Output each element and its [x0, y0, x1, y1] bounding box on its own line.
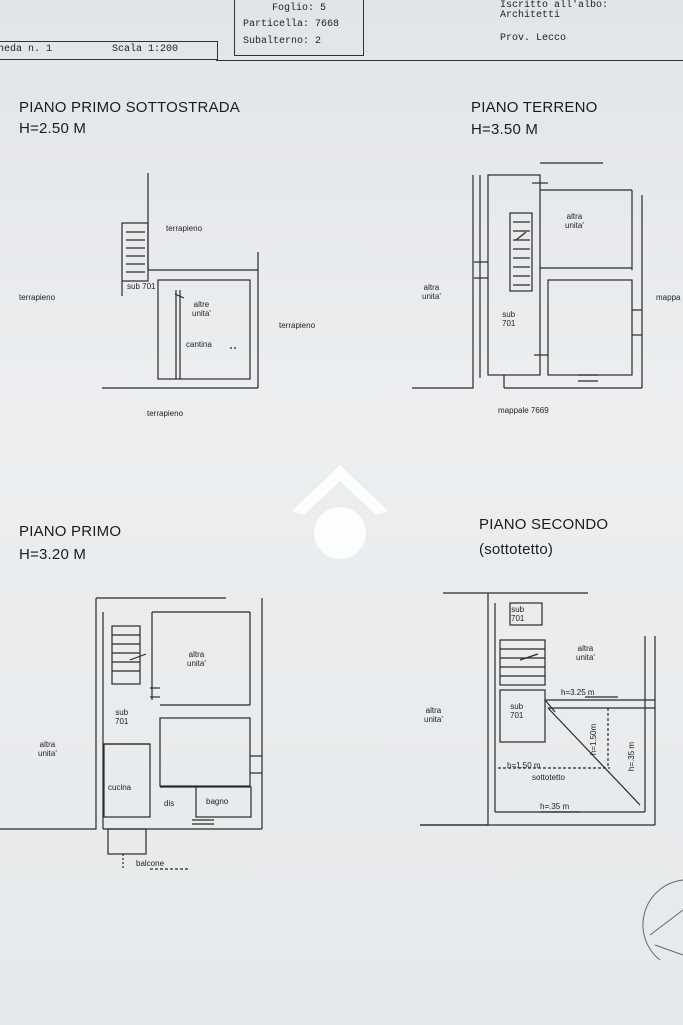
- title-primo: PIANO PRIMO: [19, 523, 122, 540]
- corner-sketch: [642, 879, 683, 961]
- label-sub-701-top: sub 701: [511, 605, 525, 623]
- province-label: Prov. Lecco: [500, 33, 567, 44]
- title-sottostrada: PIANO PRIMO SOTTOSTRADA: [19, 99, 241, 116]
- label-altra-unita-right: altra unita': [187, 650, 206, 668]
- label-sub-701-mid: sub 701: [510, 702, 524, 720]
- label-altra-unita-left: altra unita': [38, 740, 57, 758]
- label-dis: dis: [164, 799, 175, 808]
- label-h-1-50-vertical: h=1.50m: [589, 723, 599, 756]
- label-altra-unita-right: altra unita': [576, 644, 595, 662]
- label-h-35: h=.35 m: [540, 802, 570, 811]
- foglio-label: Foglio: 5: [272, 3, 327, 14]
- label-balcone: balcone: [136, 859, 165, 868]
- subtitle-secondo: (sottotetto): [479, 541, 554, 558]
- header-rule: [216, 60, 683, 61]
- label-bagno: bagno: [206, 797, 229, 806]
- subalterno-label: Subalterno: 2: [243, 36, 322, 47]
- header-left-box: [0, 41, 218, 60]
- plan-secondo: [420, 592, 656, 826]
- label-h-35-vertical: h=.35 m: [627, 741, 637, 772]
- scale-label: Scala 1:200: [112, 44, 179, 55]
- label-cantina: cantina: [186, 340, 212, 349]
- label-sub-701: sub 701: [127, 282, 156, 291]
- label-terrapieno-right: terrapieno: [279, 321, 316, 330]
- label-sub-701: sub 701: [502, 310, 516, 328]
- scheda-number: heda n. 1: [0, 44, 53, 55]
- plan-sottostrada: [102, 173, 259, 389]
- label-altre-unita: altre unita': [192, 300, 211, 318]
- height-sottostrada: H=2.50 M: [19, 120, 87, 137]
- label-terrapieno-top: terrapieno: [166, 224, 203, 233]
- label-altra-unita-left: altra unita': [422, 283, 441, 301]
- label-terrapieno-left: terrapieno: [19, 293, 56, 302]
- label-sottotetto: sottotetto: [532, 773, 565, 782]
- label-h-3-25: h=3.25 m: [561, 688, 595, 697]
- label-cucina: cucina: [108, 783, 132, 792]
- architetti-label: Architetti: [500, 10, 561, 21]
- label-altra-unita-left: altra unita': [424, 706, 443, 724]
- header-cadastral-box: [234, 0, 364, 56]
- plan-primo: [0, 597, 263, 870]
- label-h-1-50: h=1.50 m: [507, 761, 541, 770]
- watermark-logo: [292, 465, 388, 559]
- plan-terreno: [412, 162, 643, 389]
- height-terreno: H=3.50 M: [471, 121, 539, 138]
- title-terreno: PIANO TERRENO: [471, 99, 598, 116]
- label-sub-701: sub 701: [115, 708, 129, 726]
- label-mappale-7669: mappale 7669: [498, 406, 549, 415]
- iscritto-label: Iscritto all'albo:: [500, 0, 609, 11]
- title-secondo: PIANO SECONDO: [479, 516, 609, 533]
- label-mappale-right: mappa: [656, 293, 681, 302]
- label-terrapieno-bottom: terrapieno: [147, 409, 184, 418]
- height-primo: H=3.20 M: [19, 546, 87, 563]
- label-altra-unita-right: altra unita': [565, 212, 584, 230]
- particella-label: Particella: 7668: [243, 19, 340, 30]
